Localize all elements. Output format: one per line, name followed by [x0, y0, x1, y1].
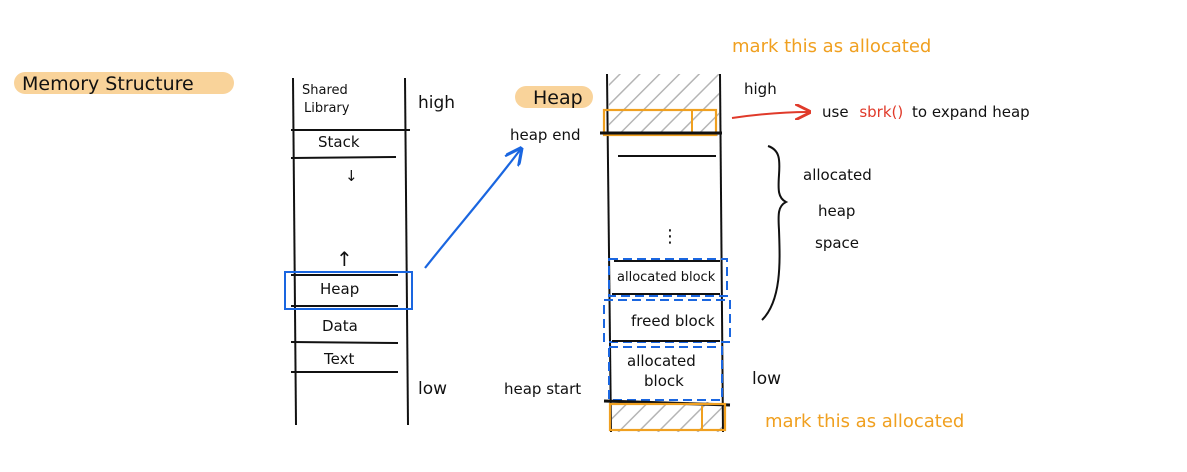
memory-column-left-wall	[292, 77, 297, 426]
allocated-block-top-outline	[608, 258, 728, 297]
heap-title: Heap	[533, 87, 583, 109]
memory-column-right-wall	[404, 77, 409, 426]
heap-bottom-hatch	[612, 402, 724, 432]
title-highlight	[14, 72, 234, 94]
allocated-block-bottom-label-line1: allocated	[627, 352, 696, 370]
heap-ellipsis-icon: ⋮	[661, 226, 679, 247]
data-segment-label: Data	[322, 317, 358, 335]
diagram-title: Memory Structure	[22, 73, 194, 95]
shared-library-label-line2: Library	[304, 101, 350, 116]
allocated-block-bottom-outline	[608, 346, 723, 401]
sbrk-note: use sbrk() to expand heap	[822, 103, 1030, 121]
stack-grows-down-arrow-icon: ↓	[345, 167, 358, 185]
mark-allocated-bottom-note: mark this as allocated	[765, 411, 964, 432]
memory-column: Shared Library Stack ↓ ↑ Heap Data Text …	[284, 77, 455, 426]
shared-library-label-line1: Shared	[302, 83, 348, 98]
allocated-space-brace	[761, 145, 789, 321]
heap-title-highlight	[515, 86, 593, 108]
memory-high-label: high	[418, 93, 455, 113]
sbrk-note-prefix: use	[822, 103, 849, 121]
sbrk-arrow	[731, 112, 808, 118]
heap-segment-highlight	[284, 271, 413, 310]
stack-label: Stack	[318, 133, 360, 151]
allocated-block-top-label: allocated block	[617, 270, 716, 285]
heap-zoom-arrow	[424, 150, 520, 269]
memory-low-label: low	[418, 379, 447, 399]
heap-high-label: high	[744, 80, 777, 98]
heap-column: Heap ⋮ allocated block freed block alloc…	[504, 73, 872, 433]
heap-end-marker-box	[602, 108, 718, 137]
heap-start-label: heap start	[504, 380, 581, 398]
allocated-space-label-line3: space	[815, 234, 859, 252]
memory-divider-data-text	[290, 341, 399, 344]
heap-grows-up-arrow-icon: ↑	[336, 247, 353, 271]
title-group: Memory Structure	[14, 72, 234, 95]
freed-block-label: freed block	[631, 312, 715, 330]
heap-top-hatch	[609, 74, 719, 136]
allocated-space-label-line1: allocated	[803, 166, 872, 184]
allocated-space-label-line2: heap	[818, 202, 855, 220]
sbrk-call: sbrk()	[859, 103, 903, 121]
allocated-block-bottom-label-line2: block	[644, 372, 684, 390]
heap-segment-label: Heap	[320, 280, 359, 298]
heap-low-label: low	[752, 369, 781, 389]
text-segment-label: Text	[323, 350, 354, 368]
heap-start-marker-box	[608, 402, 727, 432]
mark-allocated-top-note: mark this as allocated	[732, 36, 931, 57]
heap-end-label: heap end	[510, 126, 580, 144]
memory-divider-stack-bottom	[290, 156, 397, 159]
sbrk-note-suffix: to expand heap	[912, 103, 1030, 121]
